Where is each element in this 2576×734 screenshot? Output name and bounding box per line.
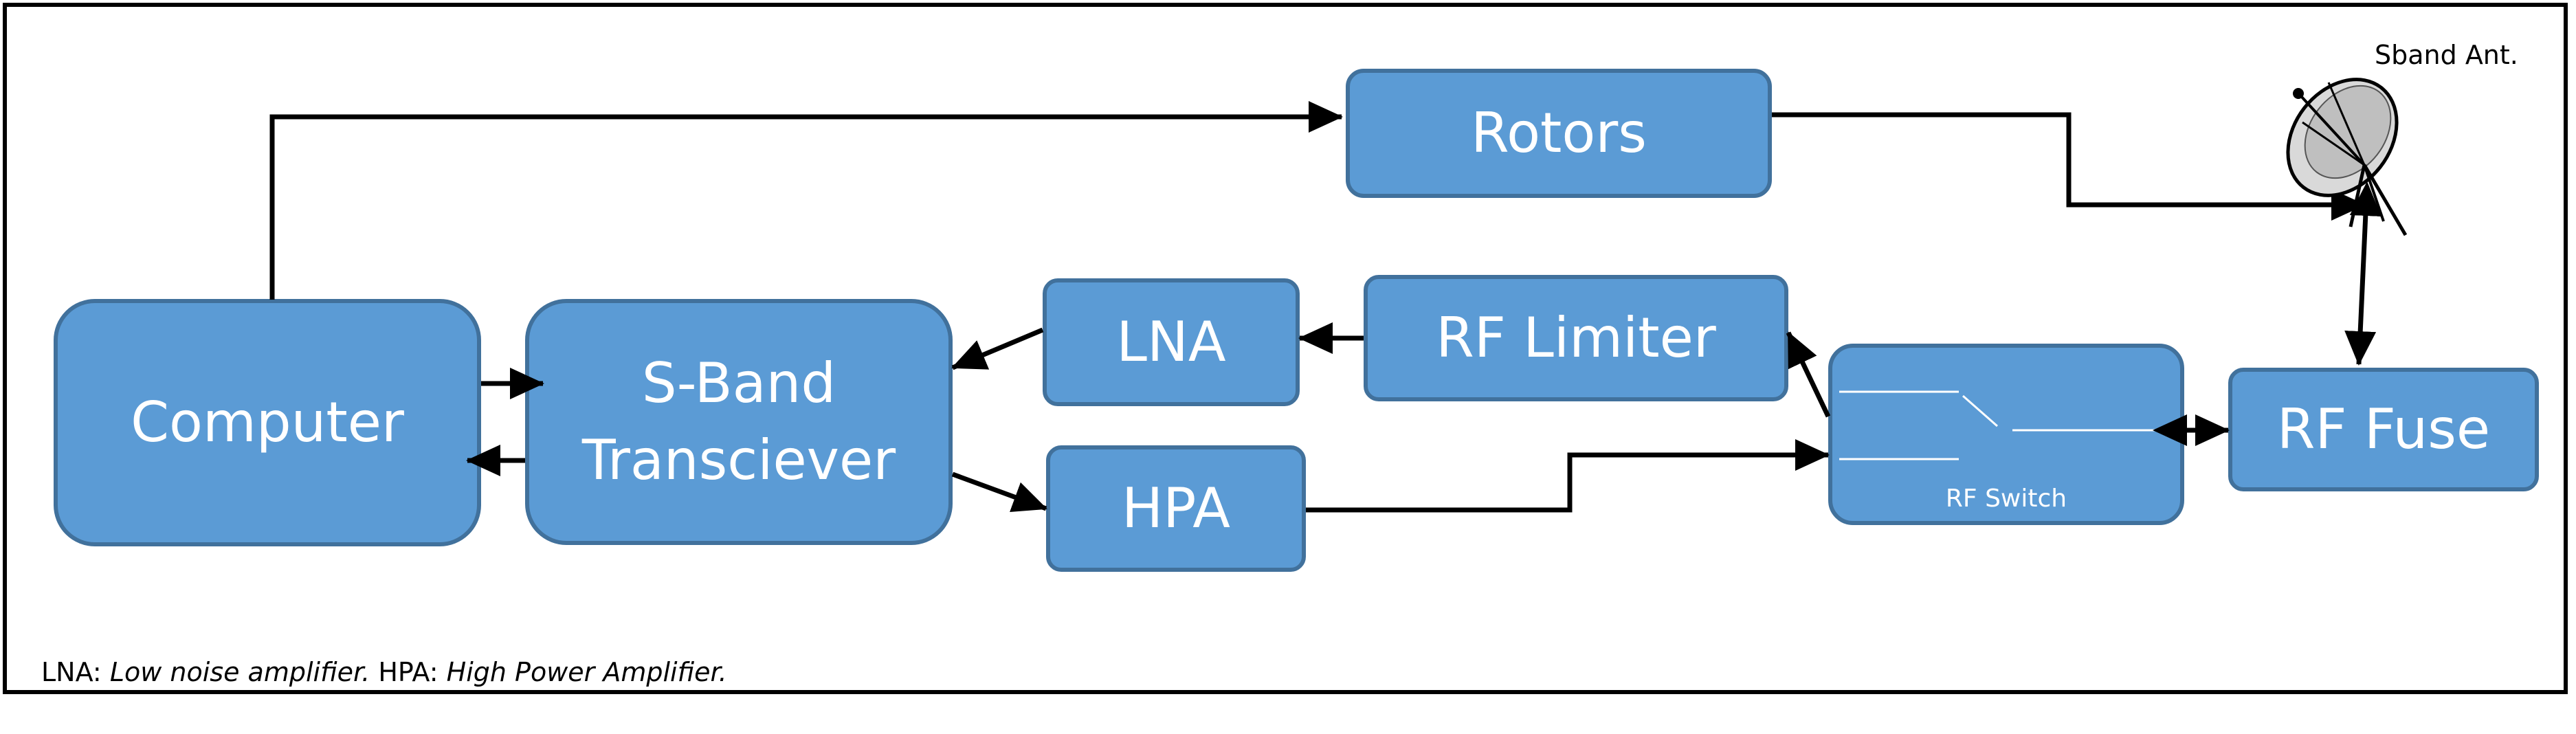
caption-hpa-abbr: HPA: [378, 657, 438, 687]
rotors-block: Rotors [1346, 69, 1772, 198]
transceiver-label-line1: S-Band [641, 351, 836, 416]
caption-lna-full: Low noise amplifier. [109, 657, 370, 687]
rf-switch-label: RF Switch [1945, 485, 2067, 513]
rotors-label: Rotors [1471, 101, 1647, 166]
rf-fuse-block: RF Fuse [2228, 368, 2539, 491]
transceiver-block: S-Band Transciever [525, 299, 953, 545]
caption-lna-abbr: LNA: [41, 657, 102, 687]
rf-limiter-label: RF Limiter [1436, 306, 1716, 370]
lna-label: LNA [1116, 310, 1226, 375]
abbreviation-caption: LNA: Low noise amplifier. HPA: High Powe… [41, 657, 727, 687]
rf-fuse-label: RF Fuse [2276, 397, 2491, 462]
antenna-label: Sband Ant. [2375, 40, 2518, 70]
wire-hpa-switch [1306, 439, 1830, 513]
wire-switch-limiter [1786, 331, 1831, 418]
computer-label: Computer [131, 390, 404, 455]
hpa-block: HPA [1046, 445, 1306, 572]
wire-lna-transceiver [951, 327, 1044, 370]
hpa-label: HPA [1121, 476, 1230, 541]
wire-computer-rotors [269, 101, 1343, 300]
transceiver-label-line2: Transciever [581, 428, 896, 492]
wire-antenna-fuse [2344, 181, 2381, 366]
switch-symbol-icon [1839, 390, 2158, 460]
rf-limiter-block: RF Limiter [1364, 275, 1788, 401]
wire-rotors-antenna [1772, 112, 2366, 221]
satellite-dish-icon [2286, 78, 2408, 236]
computer-block: Computer [54, 299, 481, 546]
wire-transceiver-hpa [951, 471, 1047, 513]
caption-hpa-full: High Power Amplifier. [446, 657, 727, 687]
lna-block: LNA [1043, 278, 1300, 406]
rf-switch-block: RF Switch [1828, 344, 2184, 525]
